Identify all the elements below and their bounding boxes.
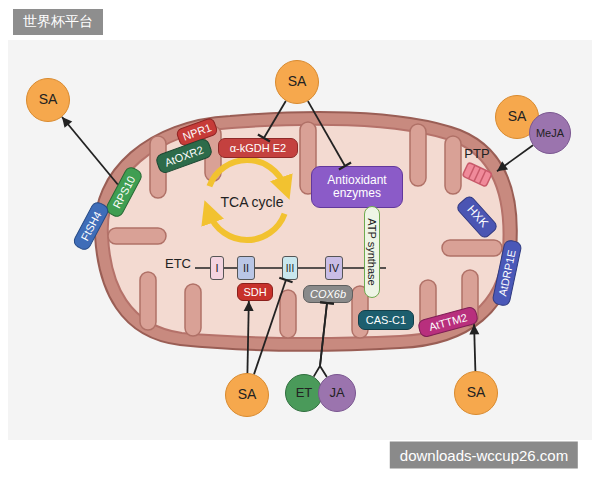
crista [442,240,502,256]
node-text: SDH [243,286,266,298]
node-text: SA [288,74,307,89]
node-text: AtOXR2 [163,143,205,168]
protein-box: AtDRP1E [491,239,522,307]
protein-box: HXK [455,194,499,240]
node-text: ATP synthase [366,218,378,285]
hormone-circle: JA [318,374,356,412]
hormone-circle: SA [26,78,70,122]
pore-body [462,163,492,188]
connector-line [247,301,248,373]
connector-line [497,145,533,171]
arrow-head [244,301,254,311]
inhibition-connector [308,101,351,169]
protein-box: RPS10 [104,165,144,219]
inhibition-bar [339,163,351,170]
gene-box: COX6b [303,285,353,303]
inhibition-connector [320,302,334,377]
connector-line [314,303,327,377]
connector-line [62,117,118,185]
crista [445,136,461,194]
connector-line [474,324,475,371]
connector-line [264,101,286,138]
node-text: ET [296,386,313,400]
pore-symbol [457,161,497,189]
enzyme-box: α-kGDH E2 [218,138,298,158]
node-text: JA [329,386,344,400]
node-text: SA [508,109,527,124]
node-text: CAS-C1 [366,314,406,326]
pore-symbol [462,163,492,188]
watermark: downloads-wccup26.com [390,442,578,469]
watermark: 世界杯平台 [13,9,103,35]
outer-membrane [95,112,517,351]
node-text: I [215,262,218,274]
complex-box: II [237,256,255,280]
arrow-connector [469,324,479,371]
crista [280,290,296,338]
complex-box: I [210,256,224,280]
enzyme-box: Antioxidant enzymes [311,166,403,208]
node-text: III [286,263,294,274]
inhibition-connector [254,278,293,374]
arrow-head [497,161,508,171]
cycle-label: TCA cycle [220,194,283,210]
protein-box: AtTTM2 [417,306,480,339]
node-text: COX6b [310,288,346,300]
pore-stripe [469,166,475,180]
background-panel [8,40,592,440]
hormone-circle: SA [275,60,319,104]
node-text: Antioxidant enzymes [312,174,402,200]
connector-line [308,101,345,166]
pore-stripe [474,168,480,182]
hormone-circle: SA [225,373,269,417]
arrow-head [469,324,479,334]
inhibition-bar [258,134,270,141]
arrow-head [62,117,72,128]
node-text: AtTTM2 [428,311,469,333]
inhibition-bar [320,302,334,304]
node-text: AtDRP1E [496,249,518,298]
cycle-arrow [209,160,284,186]
protein-box: CAS-C1 [358,310,414,330]
cristae [108,122,502,338]
crista [410,124,426,186]
node-text: SA [467,385,486,400]
node-text: α-kGDH E2 [230,142,286,154]
inhibition-bar [320,302,334,304]
inhibition-connector [258,101,286,142]
hormone-circle: SA [454,371,498,415]
enzyme-box: SDH [237,283,273,301]
cycle-arrow [209,214,284,240]
connector-line [254,280,286,374]
pore-channel: PTP [457,147,497,193]
inhibition-bar [279,278,292,282]
node-text: PTP [464,147,489,161]
connector-line [320,303,327,377]
atp-synthase: ATP synthase [364,206,380,298]
node-text: RPS10 [110,174,137,210]
hormone-circle: MeJA [529,112,571,154]
chain-label: ETC [165,256,191,271]
crista [108,228,166,244]
node-text: SA [238,387,257,402]
node-text: SA [39,92,58,107]
pore-stripe [479,171,485,185]
arrow-connector [497,145,533,171]
complex-box: III [282,256,298,280]
node-text: IV [329,262,339,274]
inhibition-connector [314,302,334,376]
crista [185,284,201,336]
crista [140,272,156,330]
node-text: II [243,262,249,274]
node-text: MeJA [536,127,564,139]
node-text: HXK [464,203,490,230]
complex-box: IV [325,256,343,280]
protein-box: FtSH4 [71,200,110,253]
arrow-connector [62,117,118,185]
node-text: FtSH4 [78,209,103,242]
arrow-connector [244,301,254,373]
